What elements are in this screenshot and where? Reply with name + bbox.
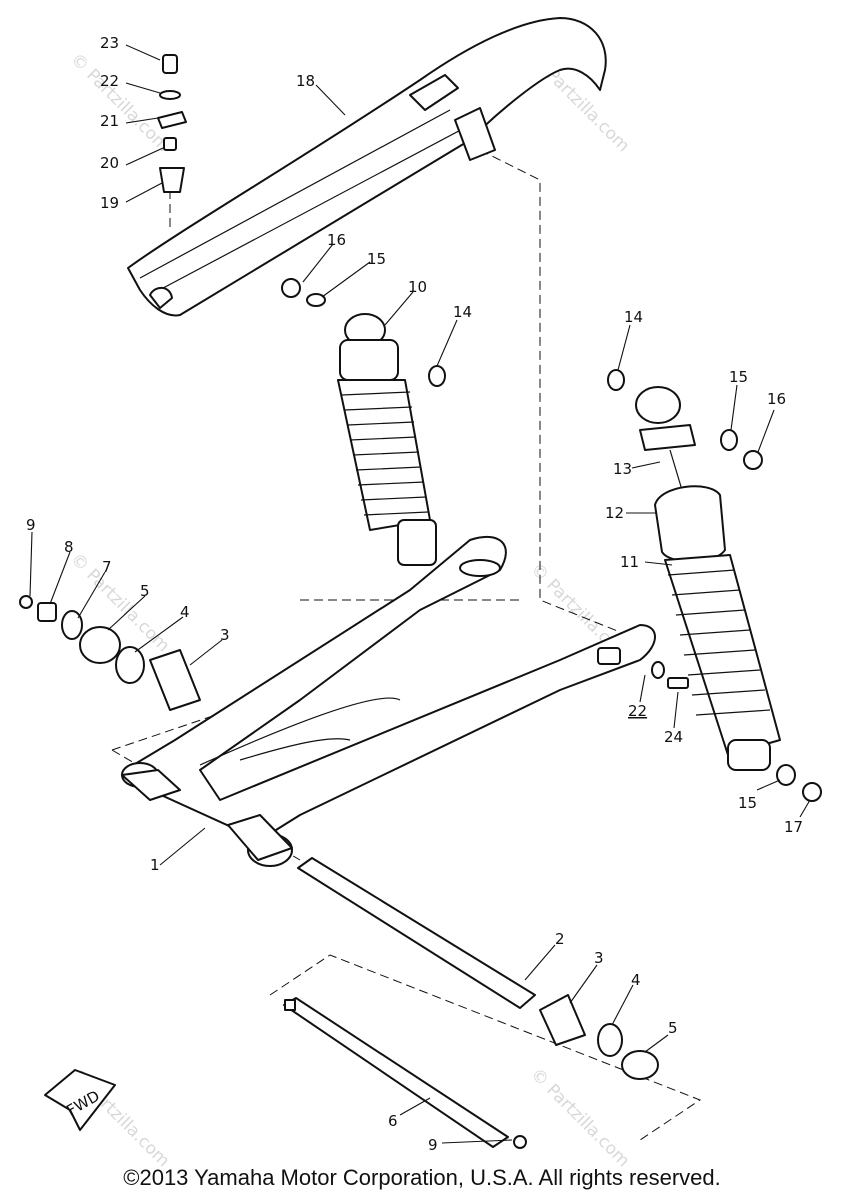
copyright-notice: ©2013 Yamaha Motor Corporation, U.S.A. A… xyxy=(123,1165,721,1190)
watermark-text: © Partzilla.com xyxy=(526,1064,633,1171)
callout-3: 3 xyxy=(594,949,604,967)
callout-13: 13 xyxy=(613,460,632,478)
callout-4: 4 xyxy=(631,971,641,989)
callout-labels: 23 22 21 20 19 18 16 15 10 14 14 15 16 1… xyxy=(26,34,803,1154)
callout-5: 5 xyxy=(140,582,150,600)
callout-2: 2 xyxy=(555,930,565,948)
callout-11: 11 xyxy=(620,553,639,571)
callout-18: 18 xyxy=(296,72,315,90)
callout-15: 15 xyxy=(738,794,757,812)
callout-1: 1 xyxy=(150,856,160,874)
callout-24: 24 xyxy=(664,728,683,746)
callout-15: 15 xyxy=(729,368,748,386)
mount-hardware xyxy=(157,54,187,193)
callout-16: 16 xyxy=(767,390,786,408)
swing-arm-part xyxy=(121,535,656,867)
callout-9: 9 xyxy=(428,1136,438,1154)
leader-lines xyxy=(29,44,811,1144)
callout-7: 7 xyxy=(102,558,112,576)
callout-14: 14 xyxy=(453,303,472,321)
callout-9: 9 xyxy=(26,516,36,534)
callout-16: 16 xyxy=(327,231,346,249)
chain-guard-part xyxy=(127,17,607,317)
right-shock-absorber xyxy=(635,386,781,771)
callout-12: 12 xyxy=(605,504,624,522)
callout-21: 21 xyxy=(100,112,119,130)
callout-22: 22 xyxy=(628,702,647,720)
callout-17: 17 xyxy=(784,818,803,836)
watermarks: © Partzilla.com © Partzilla.com © Partzi… xyxy=(66,49,633,1171)
callout-15: 15 xyxy=(367,250,386,268)
callout-3: 3 xyxy=(220,626,230,644)
callout-5: 5 xyxy=(668,1019,678,1037)
pivot-shaft xyxy=(283,857,536,1149)
watermark-text: © Partzilla.com xyxy=(66,49,173,156)
callout-14: 14 xyxy=(624,308,643,326)
callout-8: 8 xyxy=(64,538,74,556)
callout-4: 4 xyxy=(180,603,190,621)
left-shock-absorber xyxy=(337,313,437,566)
callout-22: 22 xyxy=(100,72,119,90)
callout-20: 20 xyxy=(100,154,119,172)
callout-6: 6 xyxy=(388,1112,398,1130)
callout-19: 19 xyxy=(100,194,119,212)
callout-10: 10 xyxy=(408,278,427,296)
callout-23: 23 xyxy=(100,34,119,52)
bushings-and-washers xyxy=(19,278,822,1080)
fwd-arrow: FWD xyxy=(44,1069,116,1131)
